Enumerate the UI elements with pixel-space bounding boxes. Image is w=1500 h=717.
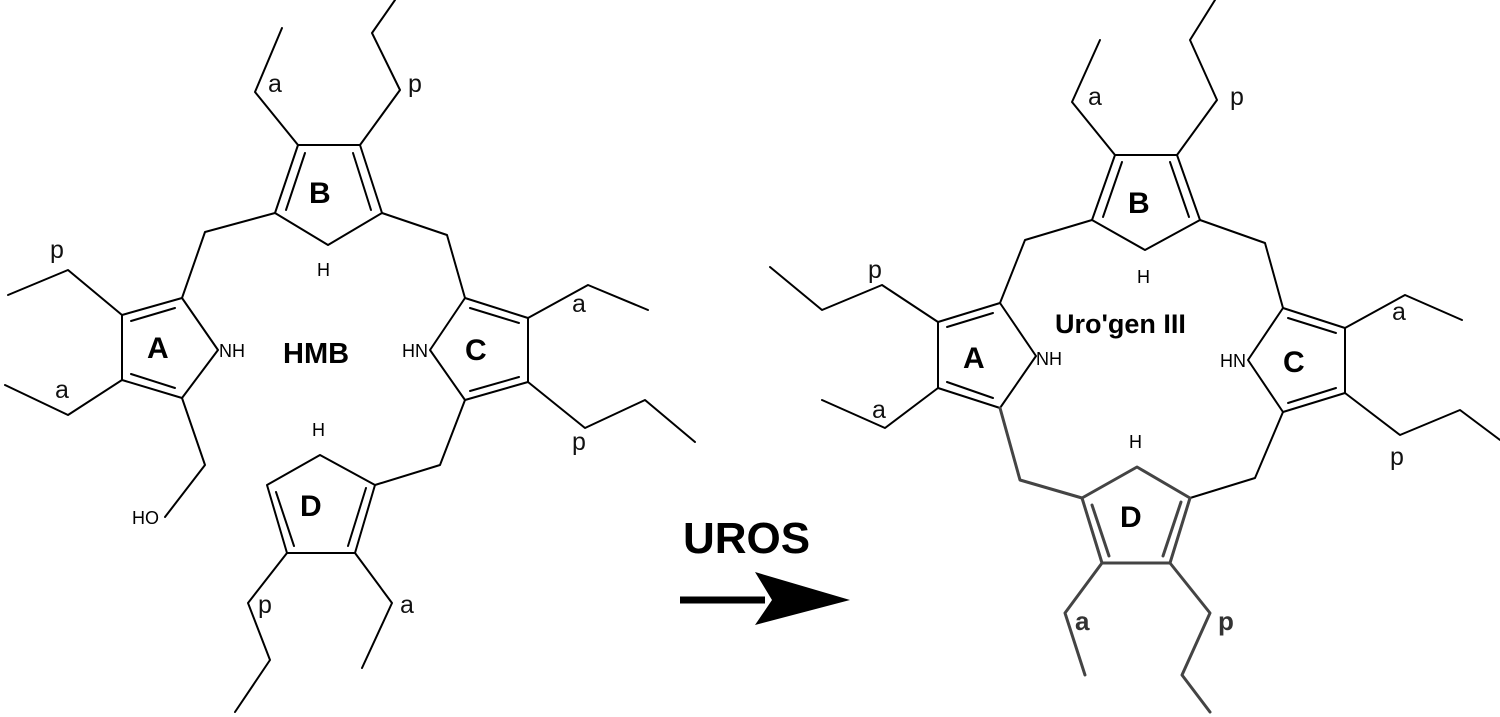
- hmb-a-acetate-chain: [4, 379, 123, 416]
- urogen-ring-d-h: H: [1129, 432, 1142, 452]
- urogen-ring-d: D H: [1080, 432, 1192, 565]
- hmb-hydroxyl-label: HO: [132, 508, 159, 528]
- hmb-ring-b-label: B: [309, 177, 331, 210]
- hmb-ring-c-hn: HN: [402, 341, 428, 361]
- hmb-c-top-sub: a: [572, 290, 586, 318]
- urogen-c-propionate-chain: [1344, 392, 1500, 441]
- urogen-molecule: B H a p A NH p a Uro'gen III C HN: [769, 0, 1500, 714]
- urogen-b-right-sub: p: [1230, 83, 1244, 111]
- urogen-ring-c: C HN: [1220, 307, 1346, 413]
- hmb-b-acetate-chain: [254, 27, 299, 146]
- urogen-ring-c-label: C: [1283, 346, 1305, 379]
- urogen-d-acetate-chain: [1063, 561, 1104, 677]
- hmb-bridge-b-c: [381, 212, 466, 299]
- hmb-ring-b-h: H: [317, 260, 330, 280]
- hmb-molecule: B H a p A NH p a HO HMB C: [4, 0, 696, 713]
- urogen-d-propionate-chain: [1168, 561, 1212, 714]
- urogen-ring-b-h: H: [1137, 267, 1150, 287]
- hmb-d-propionate-chain: [234, 552, 288, 713]
- urogen-d-right-sub: p: [1218, 606, 1234, 636]
- hmb-ring-d: D H: [266, 420, 376, 554]
- urogen-ring-b-label: B: [1128, 187, 1150, 220]
- hmb-ring-a: A NH: [121, 297, 245, 399]
- hmb-ring-a-label: A: [147, 332, 169, 365]
- hmb-bridge-c-d: [374, 399, 466, 486]
- urogen-ring-c-hn: HN: [1220, 351, 1246, 371]
- enzyme-label: UROS: [683, 514, 810, 563]
- hmb-a-propionate-chain: [7, 269, 123, 316]
- urogen-bridge-b-c: [1199, 219, 1284, 309]
- arrow-head: [755, 572, 850, 625]
- urogen-ring-a: A NH: [937, 302, 1062, 409]
- hmb-d-acetate-chain: [354, 552, 393, 669]
- urogen-ring-a-label: A: [963, 342, 985, 375]
- hmb-ring-d-label: D: [300, 490, 322, 523]
- hmb-ring-d-h: H: [312, 420, 325, 440]
- hmb-d-left-sub: p: [258, 591, 272, 619]
- hmb-ring-a-nh: NH: [219, 341, 245, 361]
- hmb-ring-c-label: C: [465, 334, 487, 367]
- hmb-ring-c: C HN: [402, 297, 529, 401]
- hmb-bridge-a-b: [181, 212, 276, 299]
- hmb-b-left-sub: a: [268, 70, 282, 98]
- hmb-a-bottom-sub: a: [55, 376, 69, 404]
- hmb-d-right-sub: a: [400, 591, 414, 619]
- urogen-a-bottom-sub: a: [872, 396, 886, 424]
- hmb-a-top-sub: p: [50, 236, 64, 264]
- urogen-a-propionate-chain: [769, 266, 939, 323]
- urogen-b-left-sub: a: [1088, 83, 1102, 111]
- urogen-a-top-sub: p: [868, 256, 882, 284]
- urogen-b-acetate-chain: [1071, 39, 1116, 156]
- urogen-bridge-a-d: [998, 406, 1084, 500]
- hmb-ring-b: B H: [274, 144, 383, 280]
- hmb-b-propionate-chain: [359, 0, 401, 146]
- urogen-c-acetate-chain: [1344, 294, 1463, 329]
- hmb-center-label: HMB: [283, 338, 349, 370]
- urogen-ring-d-label: D: [1120, 501, 1142, 534]
- hmb-c-propionate-chain: [527, 381, 696, 443]
- reaction-arrow: UROS: [680, 514, 850, 625]
- urogen-bridge-a-b: [999, 219, 1093, 304]
- urogen-c-top-sub: a: [1392, 298, 1406, 326]
- hmb-c-bottom-sub: p: [572, 428, 586, 456]
- hmb-c-acetate-chain: [527, 284, 649, 319]
- urogen-c-bottom-sub: p: [1390, 443, 1404, 471]
- urogen-b-propionate-chain: [1176, 0, 1218, 156]
- urogen-bridge-c-d: [1189, 411, 1284, 499]
- urogen-ring-a-nh: NH: [1036, 349, 1062, 369]
- urogen-center-label: Uro'gen III: [1055, 309, 1186, 339]
- hmb-hydroxymethyl: [164, 397, 206, 518]
- urogen-d-left-sub: a: [1075, 606, 1090, 636]
- urogen-a-acetate-chain: [821, 387, 939, 429]
- hmb-b-right-sub: p: [408, 70, 422, 98]
- urogen-ring-b: B H: [1091, 154, 1201, 287]
